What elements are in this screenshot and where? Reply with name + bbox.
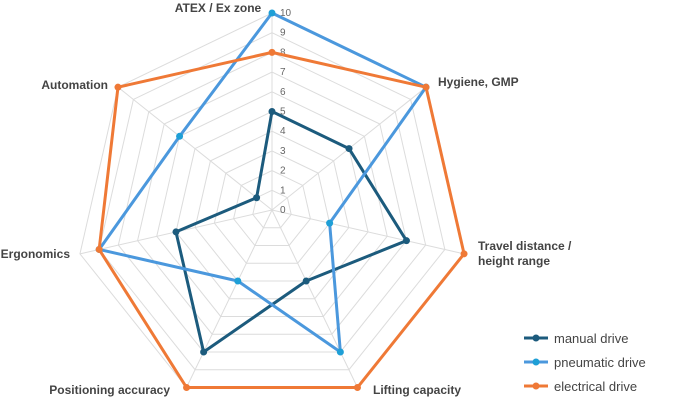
data-point (234, 277, 242, 285)
data-point (176, 132, 184, 140)
data-point (345, 145, 353, 153)
axis-label: Lifting capacity (373, 383, 461, 397)
data-point (460, 250, 468, 258)
axis-label: Travel distance / (478, 239, 572, 253)
series-line-0 (174, 110, 408, 354)
tick-label: 5 (280, 107, 286, 118)
data-point (302, 277, 310, 285)
grid-spoke (186, 209, 273, 388)
series-line-2 (97, 50, 466, 389)
tick-label: 8 (280, 47, 286, 58)
tick-label: 4 (280, 126, 286, 137)
series-line-1 (97, 11, 428, 354)
grid-ring (233, 170, 311, 246)
grid-ring (194, 130, 350, 282)
grid-ring (156, 91, 388, 317)
data-point (422, 83, 430, 91)
data-point (402, 237, 410, 245)
tick-label: 2 (280, 166, 286, 177)
data-point (336, 348, 344, 356)
tick-label: 6 (280, 87, 286, 98)
tick-label: 7 (280, 67, 286, 78)
tick-label: 9 (280, 28, 286, 39)
grid-spoke (271, 209, 358, 388)
grid-ring (98, 32, 446, 371)
axis-label: Positioning accuracy (49, 383, 170, 397)
axis-label: height range (478, 254, 550, 268)
data-point (200, 348, 208, 356)
grid-ring (117, 51, 427, 353)
axis-label: Automation (41, 78, 108, 92)
tick-label: 10 (280, 8, 292, 19)
data-point (353, 383, 361, 391)
data-point (95, 245, 103, 253)
grid-ring (175, 110, 369, 300)
data-point (183, 383, 191, 391)
data-point (268, 9, 276, 17)
axis-label: Ergonomics (1, 247, 71, 261)
grid-spoke (271, 209, 465, 255)
legend-marker (532, 358, 540, 366)
legend-label: electrical drive (554, 379, 637, 394)
grid-spoke (117, 86, 273, 211)
data-point (172, 228, 180, 236)
grid-ring (213, 150, 331, 264)
axis-label: ATEX / Ex zone (175, 1, 262, 15)
data-point (114, 83, 122, 91)
data-point (268, 48, 276, 56)
tick-label: 0 (280, 205, 286, 216)
legend-marker (532, 382, 540, 390)
legend-marker (532, 334, 540, 342)
axis-label: Hygiene, GMP (438, 75, 519, 89)
tick-label: 3 (280, 146, 286, 157)
tick-label: 1 (280, 185, 286, 196)
grid-ring (137, 71, 407, 335)
legend-label: pneumatic drive (554, 355, 646, 370)
legend-label: manual drive (554, 331, 628, 346)
data-point (326, 219, 334, 227)
data-point (253, 194, 261, 202)
data-point (268, 108, 276, 115)
